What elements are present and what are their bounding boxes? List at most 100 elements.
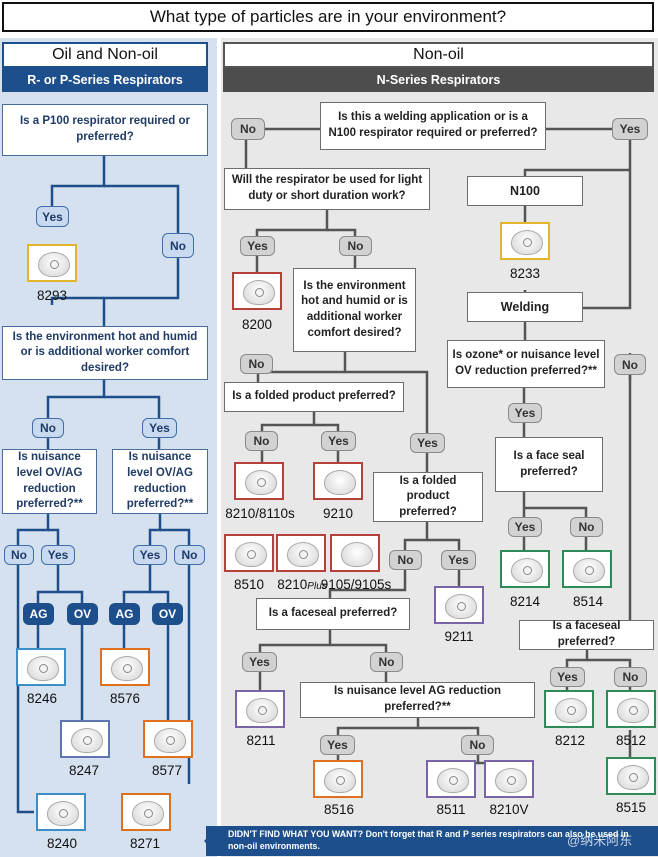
product-8510-label: 8510 [233, 577, 265, 592]
answer-yes-faceseal-2[interactable]: Yes [550, 667, 585, 687]
answer-no-folded-2[interactable]: No [389, 550, 422, 570]
product-8210plus-label: 8210Plus [262, 577, 342, 592]
answer-no-ag[interactable]: No [461, 735, 494, 755]
product-8293-label: 8293 [36, 288, 68, 303]
product-9211-label: 9211 [444, 629, 474, 644]
answer-yes-folded-2[interactable]: Yes [441, 550, 476, 570]
product-8210v-image[interactable] [484, 760, 534, 798]
product-8210plus-image[interactable] [276, 534, 326, 572]
product-8212-image[interactable] [544, 690, 594, 728]
product-8211-label: 8211 [246, 733, 276, 748]
answer-no-comfort[interactable]: No [32, 418, 64, 438]
answer-yes-hot-humid[interactable]: Yes [410, 433, 445, 453]
product-8271-image[interactable] [121, 793, 171, 831]
product-8210-8110s-image[interactable] [234, 462, 284, 500]
product-8240-image[interactable] [36, 793, 86, 831]
answer-yes-ozone[interactable]: Yes [508, 403, 542, 423]
product-8211-image[interactable] [235, 690, 285, 728]
product-9210-label: 9210 [322, 506, 354, 521]
answer-yes-p100[interactable]: Yes [36, 206, 69, 227]
product-8577-image[interactable] [143, 720, 193, 758]
question-ovag-right: Is nuisance level OV/AG reduction prefer… [112, 449, 208, 514]
box-n100: N100 [467, 176, 583, 206]
tag-ov-right: OV [152, 603, 183, 625]
product-8515-image[interactable] [606, 757, 656, 795]
product-8210plus-number: 8210 [277, 577, 308, 592]
answer-no-hot-humid[interactable]: No [240, 354, 273, 374]
product-8514-label: 8514 [572, 594, 604, 609]
answer-no-faceseal-1[interactable]: No [370, 652, 403, 672]
product-8200-image[interactable] [232, 272, 282, 310]
answer-yes-ovag-left[interactable]: Yes [41, 545, 75, 565]
question-folded-1: Is a folded product preferred? [224, 382, 404, 412]
footer-note: DIDN'T FIND WHAT YOU WANT? Don't forget … [206, 826, 658, 856]
product-8233-image[interactable] [500, 222, 550, 260]
product-8233-label: 8233 [509, 266, 541, 281]
product-8240-label: 8240 [46, 836, 78, 851]
question-hot-humid-left: Is the environment hot and humid or is a… [2, 326, 208, 380]
tag-ov-left: OV [67, 603, 98, 625]
right-heading: Non-oil [223, 42, 654, 68]
product-8271-label: 8271 [129, 836, 161, 851]
answer-no-ovag-left[interactable]: No [4, 545, 34, 565]
question-ovag-left: Is nuisance level OV/AG reduction prefer… [2, 449, 97, 514]
product-8516-image[interactable] [313, 760, 363, 798]
question-p100: Is a P100 respirator required or preferr… [2, 104, 208, 156]
product-8512-image[interactable] [606, 690, 656, 728]
product-8514-image[interactable] [562, 550, 612, 588]
product-8293-image[interactable] [27, 244, 77, 282]
answer-yes-face-seal[interactable]: Yes [508, 517, 542, 537]
right-series-band: N-Series Respirators [223, 68, 654, 92]
product-9211-image[interactable] [434, 586, 484, 624]
answer-no-ozone[interactable]: No [614, 354, 646, 375]
product-8214-image[interactable] [500, 550, 550, 588]
answer-yes-light-duty[interactable]: Yes [240, 236, 275, 256]
product-8246-label: 8246 [26, 691, 58, 706]
product-9105-label: 9105/9105s [320, 577, 392, 592]
product-8511-label: 8511 [436, 802, 466, 817]
product-8247-label: 8247 [68, 763, 100, 778]
product-8576-image[interactable] [100, 648, 150, 686]
question-faceseal-1: Is a faceseal preferred? [256, 598, 410, 630]
box-welding: Welding [467, 292, 583, 322]
answer-no-face-seal[interactable]: No [570, 517, 603, 537]
tag-ag-right: AG [109, 603, 140, 625]
answer-yes-ovag-right[interactable]: Yes [133, 545, 167, 565]
product-9105-image[interactable] [330, 534, 380, 572]
question-ozone-ov: Is ozone* or nuisance level OV reduction… [447, 340, 605, 388]
page-title: What type of particles are in your envir… [2, 2, 654, 32]
question-faceseal-2: Is a faceseal preferred? [519, 620, 654, 650]
product-8200-label: 8200 [241, 317, 273, 332]
answer-yes-comfort[interactable]: Yes [142, 418, 177, 438]
answer-yes-faceseal-1[interactable]: Yes [242, 652, 277, 672]
question-hot-humid-right: Is the environment hot and humid or is a… [293, 268, 416, 352]
product-8210-8110s-label: 8210/8110s [225, 506, 295, 521]
product-8210plus-suffix: Plus [307, 581, 327, 592]
product-8246-image[interactable] [16, 648, 66, 686]
product-8214-label: 8214 [509, 594, 541, 609]
product-8210v-label: 8210V [489, 802, 529, 817]
product-8516-label: 8516 [323, 802, 355, 817]
answer-no-p100[interactable]: No [162, 233, 194, 258]
product-8511-image[interactable] [426, 760, 476, 798]
product-8576-label: 8576 [109, 691, 141, 706]
answer-no-folded-1[interactable]: No [245, 431, 278, 451]
answer-no-faceseal-2[interactable]: No [614, 667, 647, 687]
answer-yes-ag[interactable]: Yes [320, 735, 355, 755]
product-8247-image[interactable] [60, 720, 110, 758]
left-connectors [16, 155, 191, 814]
answer-no-ovag-right[interactable]: No [174, 545, 205, 565]
product-9210-image[interactable] [313, 462, 363, 500]
watermark: @纳米阿东 [567, 833, 633, 848]
left-heading: Oil and Non-oil [2, 42, 208, 68]
answer-yes-welding[interactable]: Yes [612, 118, 648, 140]
answer-yes-folded-1[interactable]: Yes [321, 431, 356, 451]
answer-no-light-duty[interactable]: No [339, 236, 372, 256]
answer-no-welding[interactable]: No [231, 118, 265, 140]
product-8510-image[interactable] [224, 534, 274, 572]
product-8212-label: 8212 [554, 733, 586, 748]
left-series-band: R- or P-Series Respirators [2, 68, 208, 92]
question-face-seal: Is a face seal preferred? [495, 437, 603, 492]
product-8512-label: 8512 [615, 733, 647, 748]
